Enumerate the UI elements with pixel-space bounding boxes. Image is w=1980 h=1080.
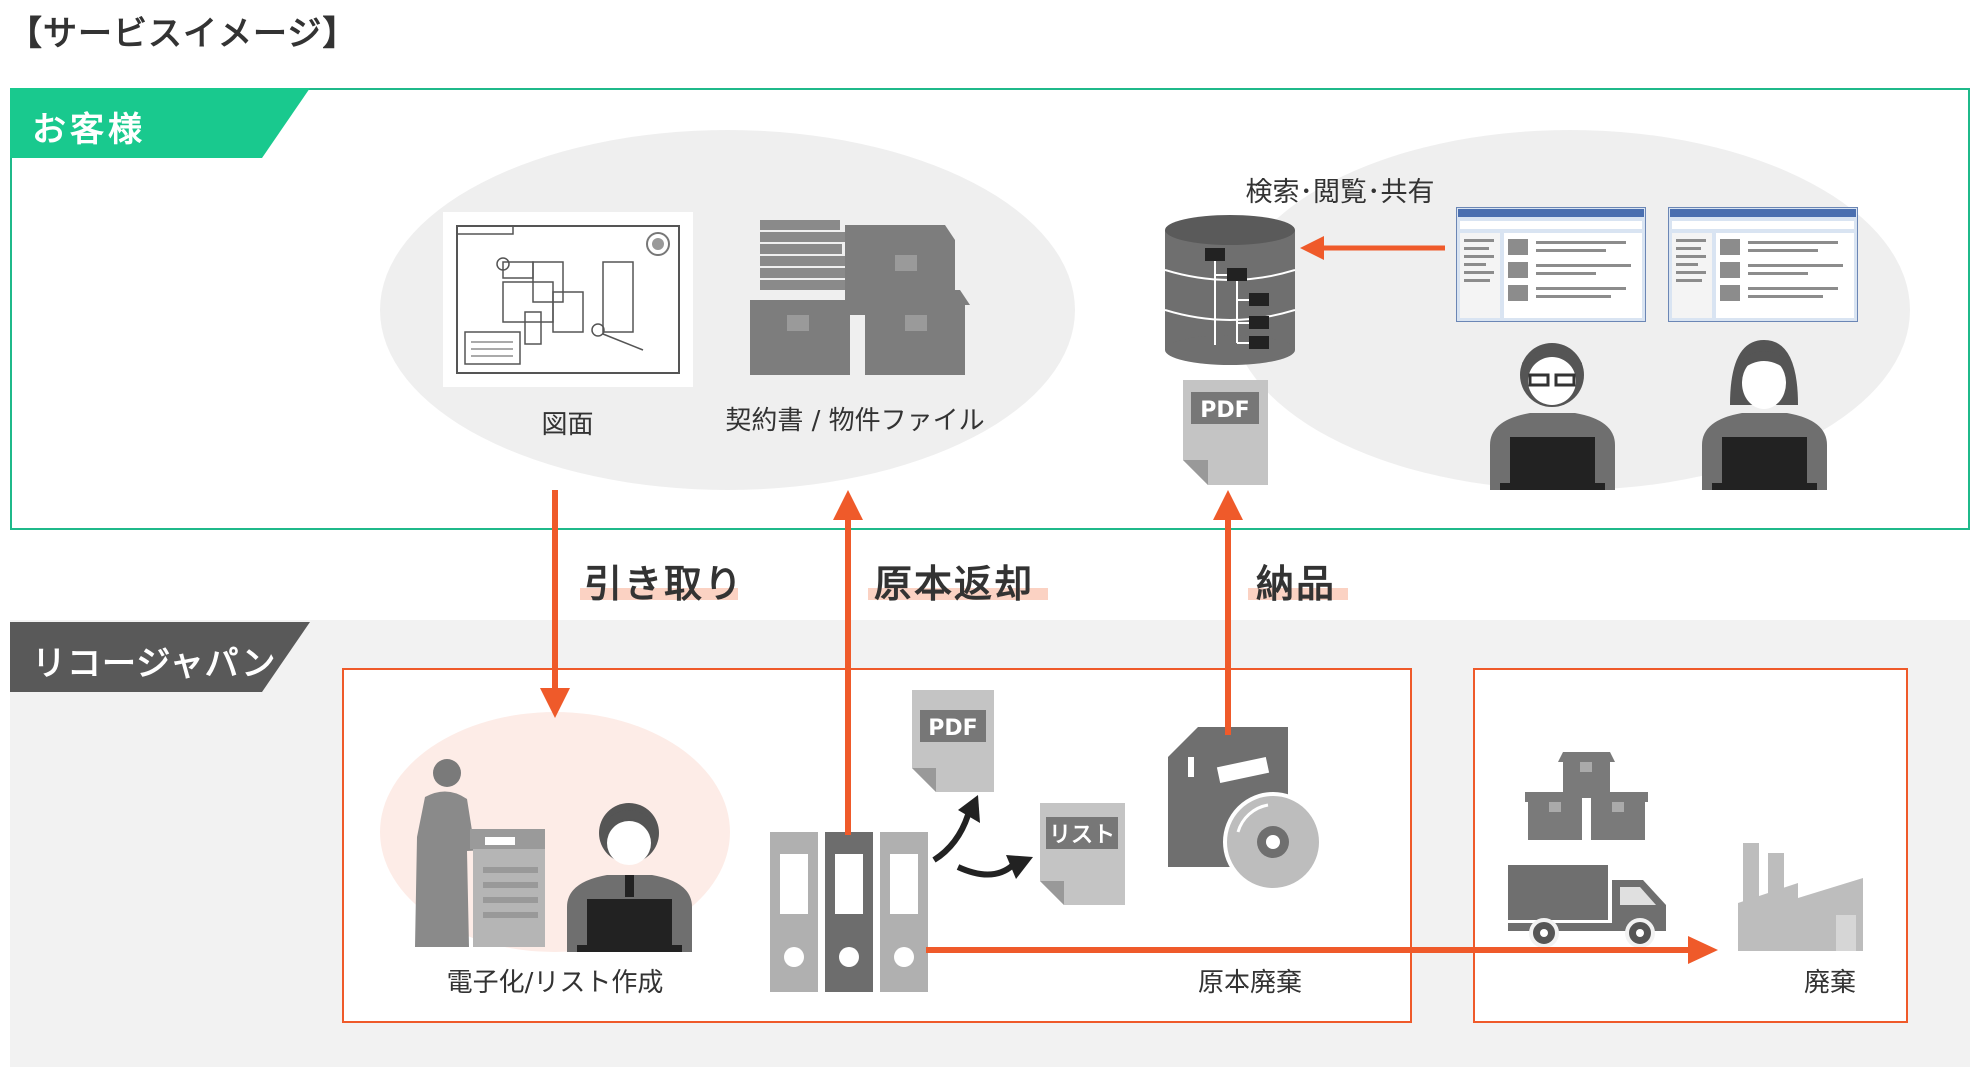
return-original-label: 原本返却 bbox=[874, 562, 1035, 606]
ricoh-section-label: リコージャパン bbox=[32, 644, 277, 684]
delivery-highlight bbox=[1248, 588, 1348, 600]
truck-icon bbox=[1508, 865, 1666, 947]
drawing-label: 図面 bbox=[541, 410, 594, 440]
disposal-box bbox=[1473, 668, 1908, 1023]
search-arrow bbox=[1300, 236, 1445, 260]
screen-1-icon bbox=[1456, 207, 1646, 322]
delivered-pdf-text: PDF bbox=[1200, 398, 1249, 423]
list-operator-icon bbox=[567, 803, 692, 952]
return-original-arrow bbox=[833, 490, 863, 835]
female-user-at-laptop-icon bbox=[1702, 340, 1827, 490]
customer-section-label: お客様 bbox=[32, 110, 146, 150]
page-title: 【サービスイメージ】 bbox=[8, 14, 358, 54]
generated-list-text: リスト bbox=[1049, 823, 1115, 848]
conversion-arrows bbox=[932, 795, 1033, 879]
generated-list-icon: リスト bbox=[1040, 803, 1125, 905]
database-server-icon bbox=[1165, 215, 1295, 365]
generated-pdf-icon: PDF bbox=[912, 690, 994, 792]
original-disposal-label: 原本廃棄 bbox=[1197, 968, 1302, 998]
search-share-label: 検索･閲覧･共有 bbox=[1245, 177, 1435, 208]
copier-operator-icon bbox=[415, 759, 545, 947]
pickup-label: 引き取り bbox=[584, 562, 745, 606]
blueprint-icon bbox=[443, 212, 693, 387]
delivered-pdf-icon: PDF bbox=[1183, 380, 1268, 485]
return-original-highlight bbox=[868, 588, 1048, 600]
disposal-label: 廃棄 bbox=[1803, 968, 1856, 998]
delivery-arrow bbox=[1213, 490, 1243, 735]
generated-pdf-text: PDF bbox=[928, 716, 977, 741]
contract-files-label: 契約書 / 物件ファイル bbox=[725, 406, 985, 436]
archive-box-disc-icon bbox=[1168, 727, 1323, 892]
pickup-arrow bbox=[540, 490, 570, 718]
male-user-at-laptop-icon bbox=[1490, 343, 1615, 490]
binders-icon bbox=[770, 832, 928, 992]
ricoh-section-tab: リコージャパン bbox=[10, 622, 310, 692]
original-disposal-arrow bbox=[926, 936, 1718, 964]
factory-icon bbox=[1738, 843, 1863, 951]
customer-section-frame bbox=[10, 88, 1970, 530]
digitize-list-label: 電子化/リスト作成 bbox=[446, 968, 664, 998]
screen-2-icon bbox=[1668, 207, 1858, 322]
disposal-boxes-icon bbox=[1525, 752, 1648, 840]
pickup-highlight bbox=[580, 588, 738, 600]
delivery-label: 納品 bbox=[1256, 562, 1337, 606]
contract-files-boxes-icon bbox=[750, 220, 970, 375]
customer-section-tab: お客様 bbox=[10, 88, 310, 158]
